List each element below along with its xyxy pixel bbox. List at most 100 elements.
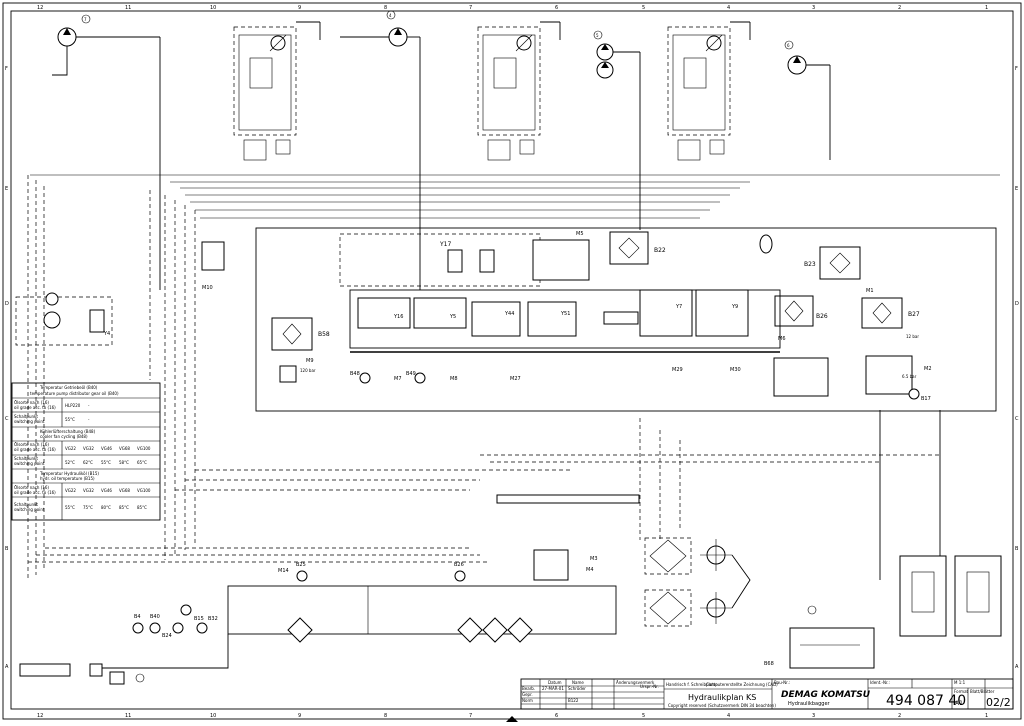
b58-label: B58 [318,331,330,338]
center-marker-icon [506,716,518,722]
t2-title: Kühlerlüfterschaltung (B48) [40,429,96,434]
t2-row2b: oil grade acc. to (16) [14,447,56,452]
tb-bearb: Bearb. [522,686,535,691]
tb-sheet: 02/2 [986,696,1011,709]
grid-right: F E D C B A [1015,66,1019,670]
tb-gepr: Gepr. [522,692,533,697]
t2-row2d: switching point [14,461,45,466]
grid-top-9: 9 [298,5,301,11]
main-pump-1 [233,26,297,161]
b40-label: B40 [150,614,160,620]
grid-left-D: D [5,301,9,307]
grid-right-F: F [1015,66,1018,72]
t1-title-en: temperature pump distributor gear oil (B… [30,391,119,396]
b26-lower-label: B26 [454,562,464,568]
b26-label: B26 [816,313,828,320]
t3-switch-1: 55°C [65,505,75,510]
grid-top: 12 11 10 9 8 7 6 5 4 3 2 1 [37,5,988,11]
tb-computerdrawing: Handrisch f. Schreibplotte [666,682,718,687]
m14-label: M14 [278,568,289,574]
grid-bottom-5: 5 [642,713,645,719]
t3-title-en: hydr. oil temperature (B15) [40,476,95,481]
valve-m3-block: M3 M4 [533,549,598,581]
tb-massstab: M 1:1 [954,680,966,685]
tb-name: Name [572,680,584,685]
grid-right-A: A [1015,664,1019,670]
grid-top-3: 3 [812,5,815,11]
grid-bottom-7: 7 [469,713,472,719]
t1-row1d: switching point [14,419,45,424]
tank-filters [287,617,533,643]
grid-left-F: F [5,66,8,72]
t2-switch-5: 65°C [137,460,147,465]
cooler-unit [644,537,751,627]
grid-right-C: C [1015,416,1019,422]
pump-7-label: 7 [84,17,87,22]
grid-top-5: 5 [642,5,645,11]
left-vertical-lines [27,175,196,580]
t3-switch-5: 85°C [137,505,147,510]
b27-label: B27 [908,311,920,318]
tb-title: Hydraulikplan KS [688,693,756,702]
grid-top-6: 6 [555,5,558,11]
t1-row1a: Ölsorte nach (16) [14,400,49,405]
m3-label: M3 [590,556,598,562]
t2-row2c: Schaltpunkt [14,456,38,461]
valve-m6-block [773,357,829,397]
m10-label: M10 [202,285,213,291]
t3-row3c: Schaltpunkt [14,502,38,507]
m7-label: M7 [394,376,402,382]
b17-label: B17 [921,396,931,402]
tb-ref: B122 [568,698,579,703]
valve-row: Y16 Y5 Y44 Y51 Y7 Y9 [349,289,781,353]
t2-grade-2: VG32 [83,446,94,451]
t2-grade-1: VG22 [65,446,76,451]
sensor-b25: B25 [296,562,308,582]
cylinder-left [899,555,947,637]
b15-label: B15 [194,616,204,622]
bar-6-5-label: 6.5 bar [902,374,917,379]
b49-label: B49 [406,371,416,377]
t1-row1c: Schaltpunkt [14,414,38,419]
tank-sensors: B4 B40 B15 B32 B24 [132,604,218,639]
y5-label: Y5 [449,314,456,320]
t3-row3d: switching point [14,507,45,512]
tb-format-label: Format [954,689,969,694]
distributor-bar [496,494,640,504]
cylinder-right [954,555,1002,637]
t2-switch-1: 52°C [65,460,75,465]
b32-label: B32 [208,616,218,622]
grid-right-D: D [1015,301,1019,307]
gauge-b48: B48 [350,371,371,384]
t2-grade-3: VG46 [101,446,112,451]
bar-120-label: 120 bar [300,368,316,373]
tb-format: A1 [955,700,963,707]
m9-label: M9 [306,358,314,364]
tb-drawing-no: 494 087 40 [886,693,966,709]
grid-left-A: A [5,664,9,670]
title-block: Datum Name Bearb. Gepr. Norm 27-MAR-01 S… [520,678,1014,710]
block-m10: M10 [201,241,225,291]
grid-bottom-6: 6 [555,713,558,719]
t1-title: Temperatur Getriebeöl (B40) [39,385,98,390]
t2-title-en: cooler fan cycling (B48) [40,434,88,439]
main-pump-2 [477,26,541,161]
y16-label: Y16 [393,314,403,320]
grid-top-11: 11 [125,5,131,11]
t3-row3b: oil grade acc. to (16) [14,490,56,495]
grid-top-8: 8 [384,5,387,11]
t2-switch-4: 58°C [119,460,129,465]
mid-lines [28,410,941,580]
valve-y17: Y17 [439,241,495,273]
valve-m2-block: M2 6.5 bar B17 [865,355,932,402]
t3-row3a: Ölsorte nach (16) [14,485,49,490]
bottom-left-valves [89,663,145,685]
grid-top-1: 1 [985,5,988,11]
m1-label: M1 [866,288,874,294]
y7-label: Y7 [675,304,682,310]
temperature-table: Temperatur Getriebeöl (B40) temperature … [11,382,161,521]
grid-bottom-4: 4 [727,713,730,719]
b25-label: B25 [296,562,306,568]
grid-top-4: 4 [727,5,730,11]
